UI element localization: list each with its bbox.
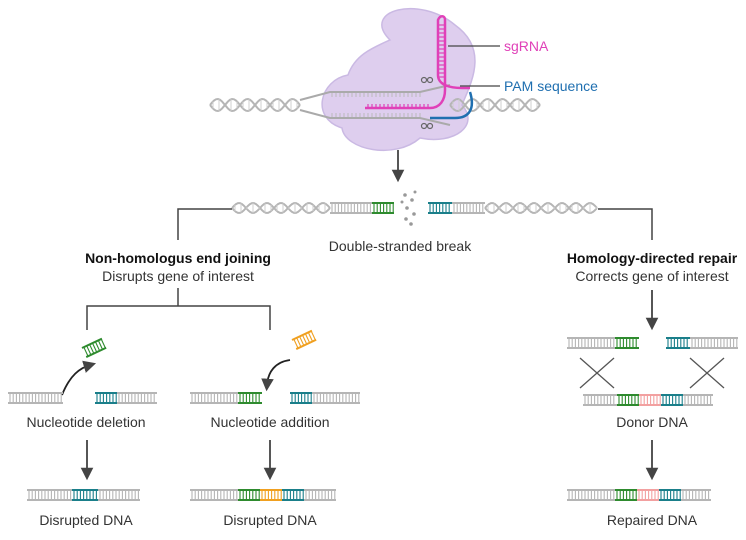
hdr-right xyxy=(666,337,738,349)
dna-fragment xyxy=(400,190,417,226)
hdr-subtitle: Corrects gene of interest xyxy=(575,268,729,284)
dna-segment xyxy=(567,337,615,349)
donor-dna xyxy=(583,394,713,406)
disrupted-label-1: Disrupted DNA xyxy=(39,512,133,528)
pam-strand xyxy=(430,91,474,120)
curved-arrow-icon xyxy=(61,360,97,396)
dna-segment xyxy=(615,337,639,349)
pam-label: PAM sequence xyxy=(504,78,598,94)
dna-segment xyxy=(117,392,157,404)
dna-segment xyxy=(452,202,485,214)
deleted-fragment xyxy=(81,337,107,358)
nhej-subtitle: Disrupts gene of interest xyxy=(102,268,254,284)
hdr-connector xyxy=(598,208,653,240)
addition-right xyxy=(290,392,360,404)
break-segment-left xyxy=(330,202,394,214)
disrupted-label-2: Disrupted DNA xyxy=(223,512,317,528)
break-ladders xyxy=(330,202,485,214)
dna-segment xyxy=(617,394,639,406)
deletion-label: Nucleotide deletion xyxy=(26,414,146,430)
nhej-connector xyxy=(177,208,232,240)
dna-segment xyxy=(290,392,312,404)
sgrna-rungs xyxy=(367,24,445,108)
dna-segment xyxy=(330,202,372,214)
dna-segment xyxy=(639,394,661,406)
dna-segment xyxy=(238,392,262,404)
addition-label: Nucleotide addition xyxy=(210,414,330,430)
disrupted-dna-2 xyxy=(190,489,336,501)
repaired-label: Repaired DNA xyxy=(606,512,698,528)
dna-segment xyxy=(372,202,394,214)
dna-segment xyxy=(282,489,304,501)
dna-segment xyxy=(8,392,63,404)
dna-segment xyxy=(683,394,713,406)
dna-segment xyxy=(27,489,72,501)
dna-segment xyxy=(95,392,117,404)
inserted-fragment xyxy=(291,329,317,350)
dna-segment xyxy=(690,337,738,349)
dna-segment xyxy=(190,392,238,404)
deletion-left xyxy=(8,392,63,404)
nhej-title: Non-homologus end joining xyxy=(85,250,271,266)
addition-left xyxy=(190,392,262,404)
dna-segments xyxy=(8,329,738,501)
dna-segment xyxy=(190,489,238,501)
curved-arrow-icon xyxy=(261,359,291,392)
sgrna-strand xyxy=(365,15,470,110)
repaired-dna xyxy=(567,489,711,501)
cas9-complex xyxy=(321,7,476,152)
hdr-title: Homology-directed repair xyxy=(566,250,738,266)
break-helix-left xyxy=(231,202,331,214)
donor-label: Donor DNA xyxy=(616,414,688,430)
deletion-right xyxy=(95,392,157,404)
dna-segment xyxy=(661,394,683,406)
dsb-label: Double-stranded break xyxy=(328,238,472,254)
dna-segment xyxy=(312,392,360,404)
crossover-lines xyxy=(579,357,725,389)
dna-segment xyxy=(238,489,260,501)
unwound-dna xyxy=(299,84,451,126)
dna-segment xyxy=(637,489,659,501)
break-segment-right xyxy=(428,202,485,214)
hdr-left xyxy=(567,337,639,349)
dna-segment xyxy=(98,489,140,501)
dna-segment xyxy=(681,489,711,501)
sgrna-label: sgRNA xyxy=(504,38,549,54)
dna-segment xyxy=(72,489,98,501)
dna-segment xyxy=(567,489,615,501)
nhej-split xyxy=(86,305,271,330)
scissors-icon xyxy=(420,76,434,130)
dna-segment xyxy=(304,489,336,501)
unwound-rungs xyxy=(331,93,421,117)
break-helix-right xyxy=(484,202,598,214)
dna-segment xyxy=(666,337,690,349)
dna-helix-right xyxy=(449,97,541,113)
dna-segment xyxy=(583,394,617,406)
dna-segment xyxy=(260,489,282,501)
dna-helix-left xyxy=(209,97,301,113)
disrupted-dna-1 xyxy=(27,489,140,501)
dna-segment xyxy=(615,489,637,501)
dna-segment xyxy=(659,489,681,501)
dna-segment xyxy=(428,202,452,214)
